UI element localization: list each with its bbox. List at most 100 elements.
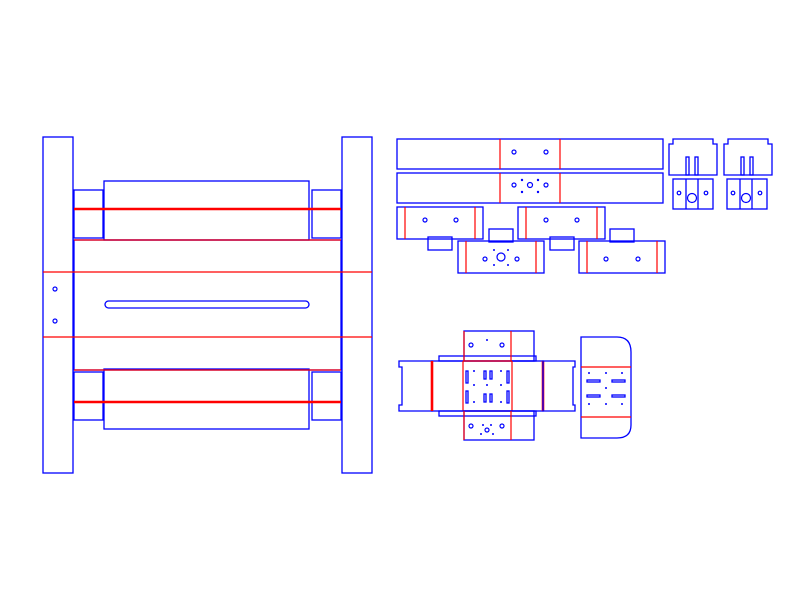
bar-hole	[543, 182, 549, 188]
tab-top-left	[73, 189, 104, 239]
left-side-strip	[42, 136, 74, 474]
bracket-hole	[740, 192, 752, 204]
strip-hole	[422, 217, 428, 223]
strip-tab	[488, 228, 514, 243]
cross-center	[431, 360, 544, 412]
cross-slot	[489, 370, 493, 380]
strip-tab	[549, 236, 575, 251]
cross-slot	[506, 390, 510, 404]
strip-hole	[507, 249, 509, 251]
strip-hole	[453, 217, 459, 223]
strip-hole	[543, 217, 549, 223]
small-brackets	[668, 138, 773, 210]
bracket-base-2	[726, 178, 768, 210]
cross-top-lip	[438, 355, 537, 362]
cross-slot	[483, 393, 487, 403]
long-bar-2	[396, 172, 664, 204]
bar-hole	[536, 190, 540, 194]
bracket-top-1	[668, 138, 718, 176]
cross-hole	[486, 339, 488, 341]
top-panel	[103, 180, 310, 241]
strip-hole	[52, 318, 58, 324]
panel-slot	[611, 394, 626, 398]
cross-hole	[499, 342, 505, 348]
bar-hole	[543, 149, 549, 155]
strip-hole	[482, 256, 488, 262]
cross-net	[398, 330, 576, 441]
strip-hole	[514, 256, 520, 262]
panel-hole	[621, 403, 623, 405]
panel-slot	[611, 379, 626, 383]
strip-hole	[52, 286, 58, 292]
cross-hole	[486, 384, 488, 386]
cross-hole	[480, 433, 482, 435]
cross-bottom-lip	[438, 410, 537, 417]
bracket-top-2	[723, 138, 773, 176]
cross-slot	[465, 370, 469, 384]
tab-top-right	[311, 189, 342, 239]
bracket-base-1	[672, 178, 714, 210]
bar-hole	[526, 181, 534, 189]
cross-slot	[465, 390, 469, 404]
cross-hole	[468, 423, 474, 429]
bracket-slot	[749, 156, 754, 176]
strip-tab	[427, 236, 453, 251]
main-body-net	[42, 136, 373, 474]
panel-hole	[605, 372, 607, 374]
panel-hole	[588, 403, 590, 405]
center-slot	[104, 300, 310, 309]
panel-slot	[586, 379, 601, 383]
tab-strip-c	[457, 240, 545, 274]
cross-hole	[490, 424, 492, 426]
bar-hole	[520, 178, 524, 182]
cross-right-arm	[542, 360, 576, 412]
bracket-hole	[730, 190, 736, 196]
bracket-slot	[740, 156, 745, 176]
cross-hole	[473, 401, 475, 403]
cross-slot	[506, 370, 510, 384]
rounded-panel	[580, 336, 632, 439]
bracket-hole	[703, 190, 709, 196]
cross-hole	[468, 342, 474, 348]
strip-hole	[493, 249, 495, 251]
right-side-strip	[341, 136, 373, 474]
tab-bottom-left	[73, 371, 104, 421]
strip-hole	[635, 256, 641, 262]
strip-hole	[507, 264, 509, 266]
bottom-panel	[103, 368, 310, 430]
panel-hole	[605, 403, 607, 405]
tab-bottom-right	[311, 371, 342, 421]
cross-hole	[500, 384, 502, 386]
rounded-panel-outline	[580, 336, 632, 439]
cross-hole	[500, 401, 502, 403]
center-band	[73, 239, 342, 371]
cross-left-arm	[398, 360, 433, 412]
cross-slot	[489, 393, 493, 403]
bar-hole	[511, 182, 517, 188]
bracket-slot	[685, 156, 690, 176]
bar-hole	[520, 190, 524, 194]
bracket-slot	[694, 156, 699, 176]
cross-hole	[482, 424, 484, 426]
tab-strip-a	[396, 206, 484, 240]
cross-hole	[473, 370, 475, 372]
strip-hole	[493, 264, 495, 266]
cross-hole	[492, 433, 494, 435]
strip-tab	[609, 228, 635, 243]
bracket-hole	[686, 192, 698, 204]
tab-strip-d	[578, 240, 666, 274]
long-bar-1	[396, 138, 664, 170]
panel-hole	[605, 387, 607, 389]
bar-hole	[536, 178, 540, 182]
cross-hole	[473, 384, 475, 386]
cross-slot	[483, 370, 487, 380]
strip-hole	[603, 256, 609, 262]
cross-hole	[499, 423, 505, 429]
panel-hole	[621, 372, 623, 374]
strip-hole	[496, 252, 506, 262]
bar-hole	[511, 149, 517, 155]
tab-strip-b	[517, 206, 606, 240]
panel-slot	[586, 394, 601, 398]
cross-hole	[484, 427, 490, 433]
